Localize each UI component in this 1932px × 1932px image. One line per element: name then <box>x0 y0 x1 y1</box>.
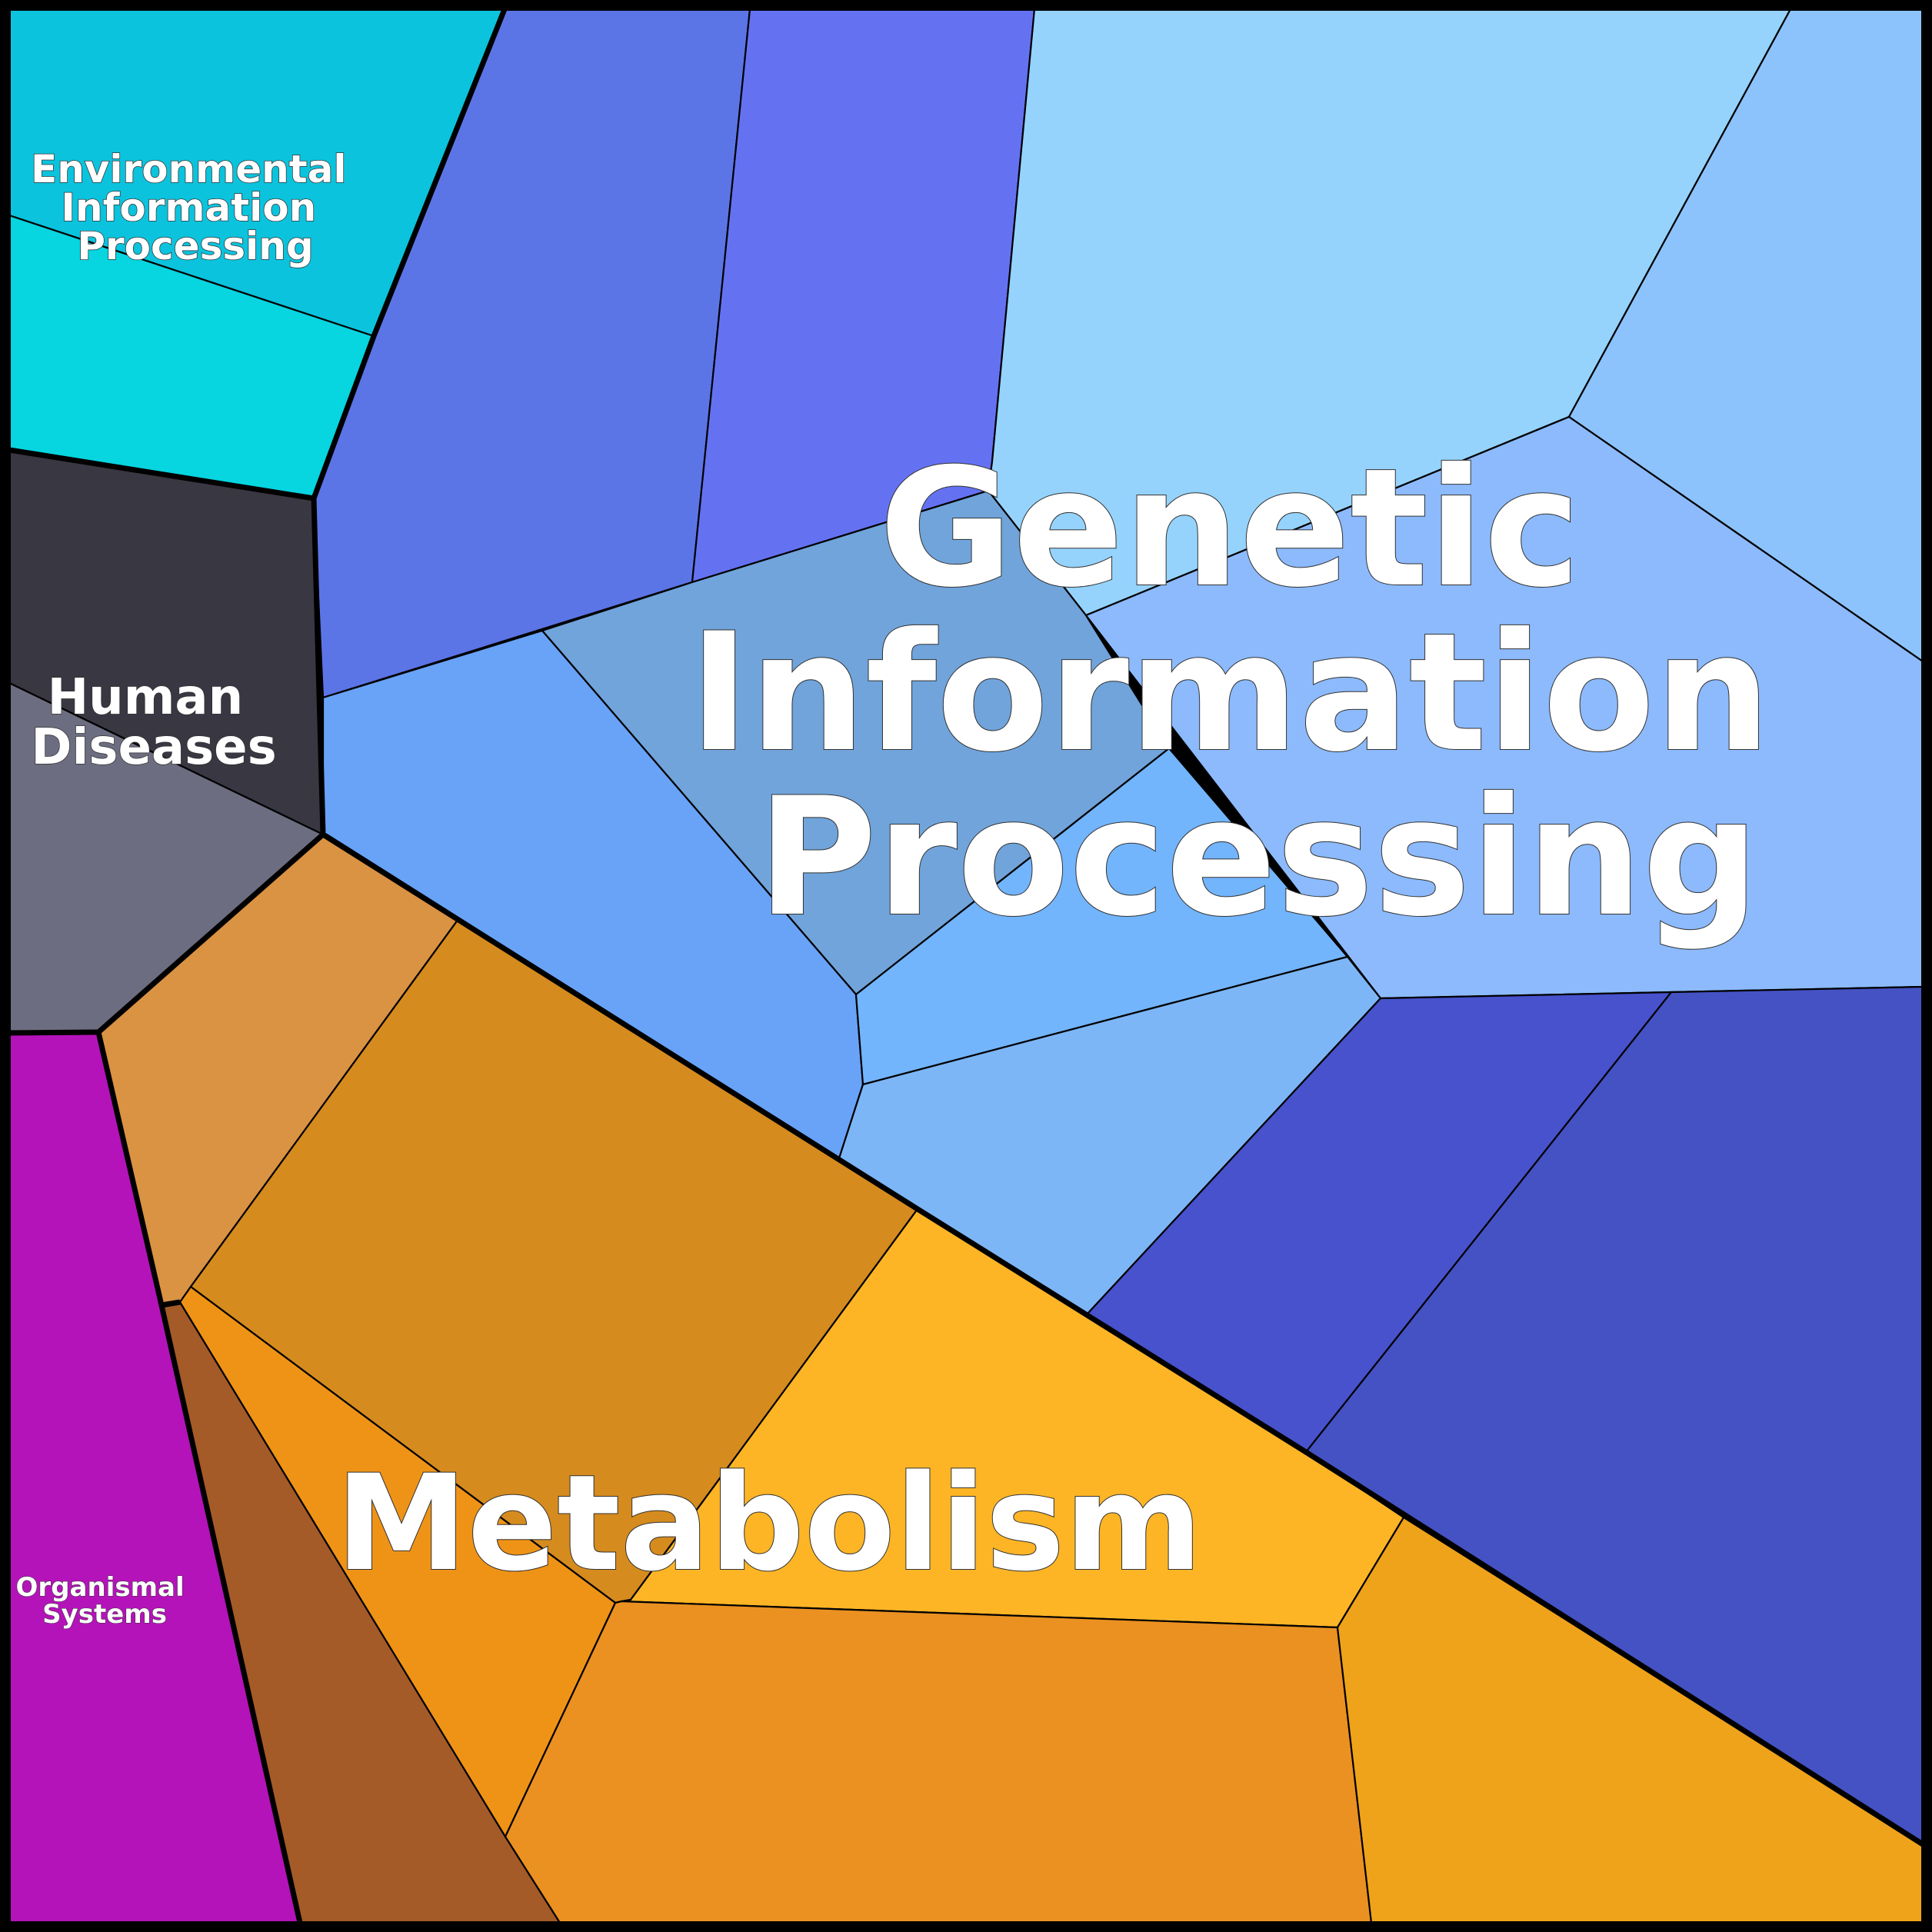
label-human-diseases-line: Diseases <box>31 719 276 776</box>
cells-layer <box>8 8 1924 1924</box>
label-organismal: Organismal Systems <box>16 1572 194 1630</box>
label-genetic-line: Information <box>689 598 1771 788</box>
label-metabolism: Metabolism <box>336 1446 1203 1601</box>
group-borders-layer <box>8 8 1924 1924</box>
label-organismal-line: Systems <box>42 1599 167 1630</box>
cell-metabolism <box>504 1600 1373 1924</box>
label-environmental: Environmental Information Processing <box>31 147 360 268</box>
label-genetic: Genetic Information Processing <box>689 433 1828 952</box>
label-organismal-line: Organismal <box>16 1572 185 1603</box>
label-human-diseases: Human Diseases <box>31 669 276 776</box>
group-border <box>161 1299 181 1308</box>
label-environmental-line: Processing <box>77 224 313 268</box>
label-environmental-line: Environmental <box>31 147 346 192</box>
label-genetic-line: Processing <box>758 762 1760 952</box>
group-border <box>8 498 326 1036</box>
group-border <box>321 832 1924 1847</box>
label-metabolism-line: Metabolism <box>336 1446 1203 1601</box>
group-border <box>8 8 508 501</box>
label-genetic-line: Genetic <box>879 433 1581 623</box>
label-environmental-line: Information <box>61 185 316 230</box>
labels-layer: Environmental Information Processing Hum… <box>15 146 1828 1630</box>
label-human-diseases-line: Human <box>48 669 244 726</box>
